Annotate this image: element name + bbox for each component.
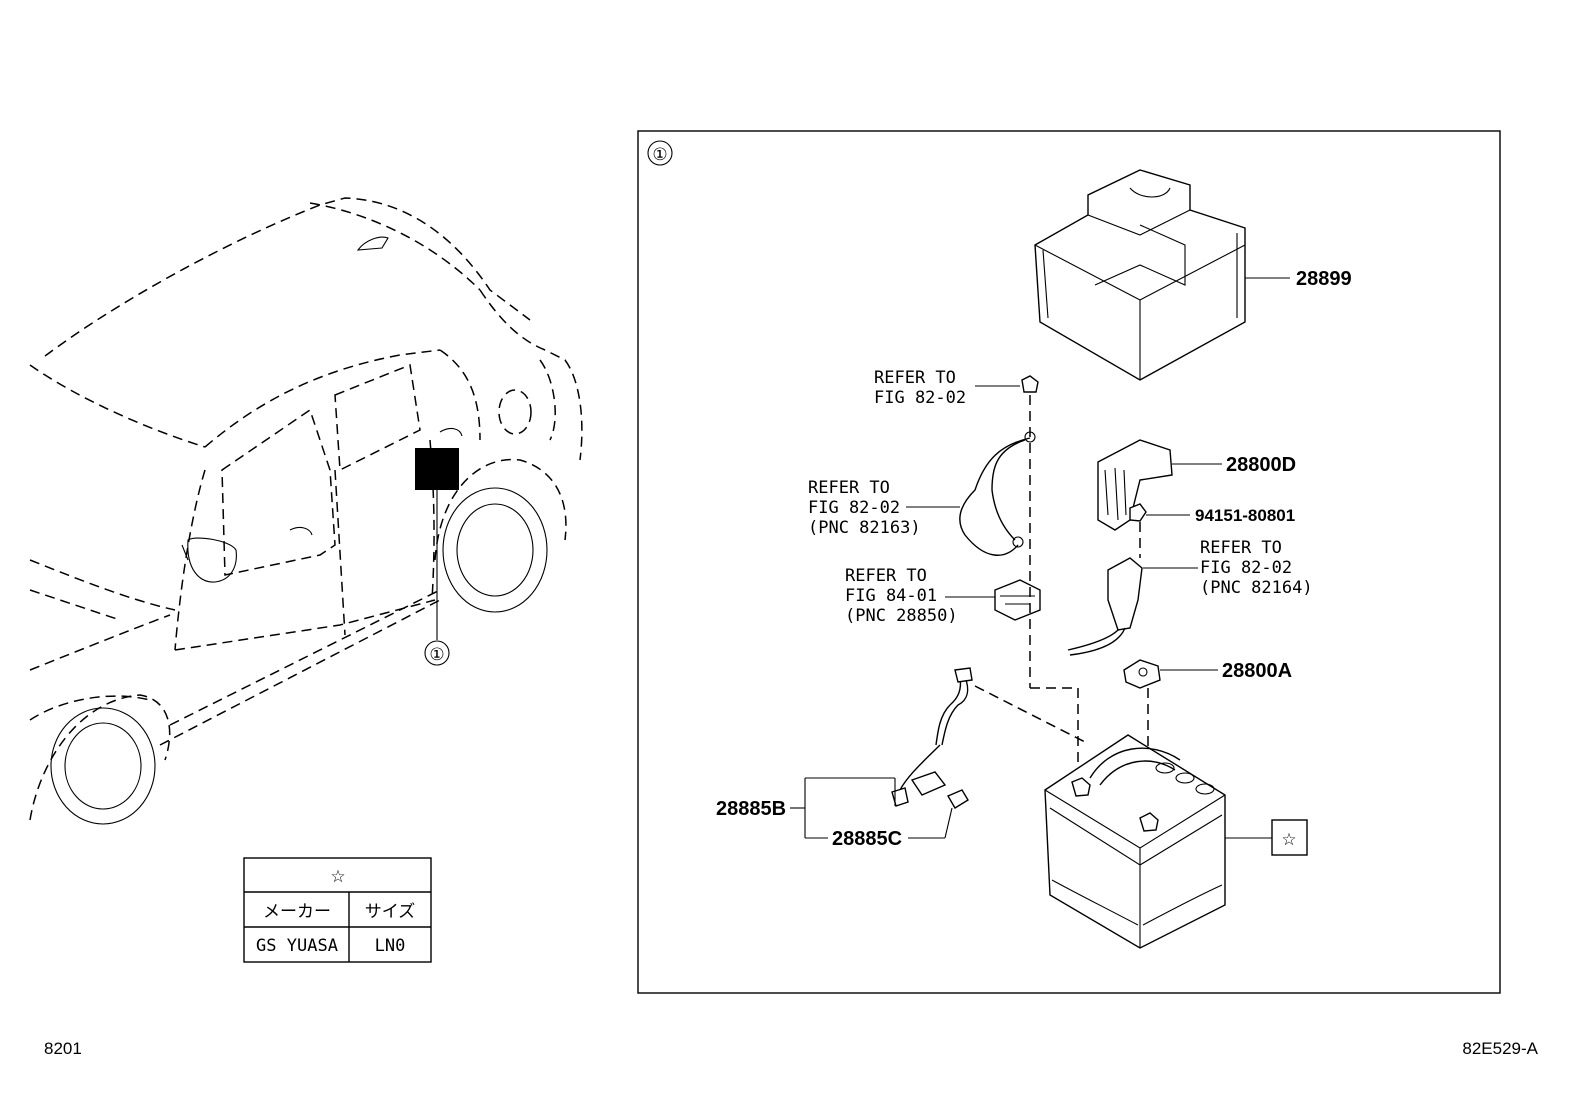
refer-label-1: REFER TO FIG 82-02 [874, 368, 966, 408]
legend-header-star: ☆ [330, 867, 345, 887]
figure-id: 8201 [44, 1039, 82, 1058]
part-number-sensor-b: 28885B [716, 798, 786, 820]
part-number-terminal-cover: 28800D [1226, 454, 1296, 476]
legend-cell-maker: GS YUASA [256, 936, 338, 956]
svg-text:FIG 82-02: FIG 82-02 [874, 388, 966, 408]
svg-text:(PNC 82164): (PNC 82164) [1200, 578, 1313, 598]
svg-text:REFER TO: REFER TO [808, 478, 890, 498]
part-number-nut: 94151-80801 [1195, 506, 1295, 525]
refer-label-3: REFER TO FIG 84-01 (PNC 28850) [845, 566, 958, 626]
vehicle-illustration: ① [29, 197, 583, 825]
refer-label-4: REFER TO FIG 82-02 (PNC 82164) [1200, 538, 1313, 598]
battery-location-marker [415, 448, 459, 490]
legend-cell-size: LN0 [375, 936, 406, 956]
legend-col-maker: メーカー [263, 902, 331, 922]
refer-label-2: REFER TO FIG 82-02 (PNC 82163) [808, 478, 921, 538]
part-number-sensor-c: 28885C [832, 828, 902, 850]
illustration-id: 82E529-A [1462, 1039, 1538, 1058]
detail-frame: ① [637, 130, 1501, 994]
cable-nut-part [975, 375, 1039, 393]
part-number-tray: 28899 [1296, 268, 1352, 290]
svg-text:FIG 84-01: FIG 84-01 [845, 586, 937, 606]
svg-text:(PNC 28850): (PNC 28850) [845, 606, 958, 626]
battery-tray-part [1034, 169, 1290, 381]
vehicle-callout-marker: ① [429, 645, 444, 665]
assembly-guides [974, 395, 1149, 820]
legend-table: ☆ メーカー サイズ GS YUASA LN0 [243, 857, 432, 963]
positive-cable-part [1067, 557, 1198, 656]
detail-callout-marker: ① [652, 145, 667, 165]
negative-cable-part [906, 431, 1036, 556]
nut-part [1129, 503, 1190, 522]
svg-text:FIG 82-02: FIG 82-02 [1200, 558, 1292, 578]
terminal-cover-part [1097, 439, 1222, 531]
legend-col-size: サイズ [365, 902, 416, 922]
current-sensor-part [790, 667, 973, 839]
svg-text:REFER TO: REFER TO [874, 368, 956, 388]
svg-text:FIG 82-02: FIG 82-02 [808, 498, 900, 518]
battery-part [1044, 734, 1308, 949]
svg-text:REFER TO: REFER TO [845, 566, 927, 586]
svg-text:REFER TO: REFER TO [1200, 538, 1282, 558]
svg-text:(PNC 82163): (PNC 82163) [808, 518, 921, 538]
battery-star-marker: ☆ [1281, 830, 1296, 850]
part-number-terminal-clamp: 28800A [1222, 660, 1292, 682]
terminal-clamp-part [1123, 659, 1218, 689]
connector-part [945, 579, 1041, 621]
